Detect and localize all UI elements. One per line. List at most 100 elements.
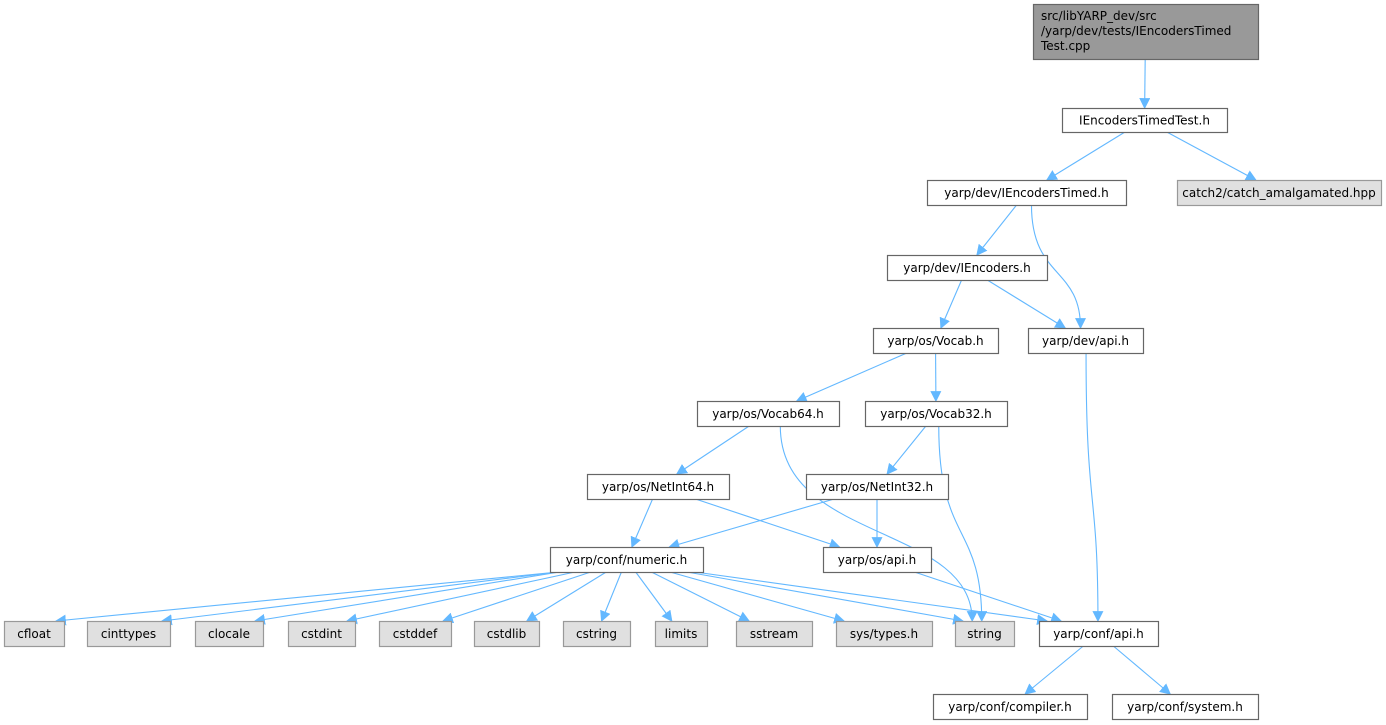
node-label-line: src/libYARP_dev/src [1041, 9, 1157, 23]
node-label: yarp/conf/api.h [1053, 627, 1144, 641]
node-label: yarp/conf/compiler.h [948, 700, 1071, 714]
node-box [1032, 3, 1260, 61]
node-osapi[interactable]: yarp/os/api.h [822, 546, 933, 574]
node-label: string [967, 627, 1001, 641]
edge-numeric-to-cfloat [54, 571, 559, 626]
node-box [549, 546, 705, 574]
node-compiler[interactable]: yarp/conf/compiler.h [932, 693, 1089, 721]
edge-numeric-to-cstddef [441, 571, 591, 624]
node-netint64[interactable]: yarp/os/NetInt64.h [586, 473, 731, 501]
node-limits[interactable]: limits [654, 620, 709, 648]
node-string[interactable]: string [954, 620, 1016, 648]
edge-devapi-to-confapi [1085, 352, 1104, 623]
edge-numeric-to-clocale [253, 571, 560, 625]
node-cstring[interactable]: cstring [562, 620, 632, 648]
node-vocab32[interactable]: yarp/os/Vocab32.h [864, 400, 1009, 428]
edge-ienc-to-devapi [987, 279, 1067, 329]
node-box [586, 473, 731, 501]
edge-vocab32-to-string [938, 425, 988, 623]
edge-confapi-to-system [1112, 645, 1172, 695]
node-box [886, 254, 1049, 282]
node-netint32[interactable]: yarp/os/NetInt32.h [805, 473, 950, 501]
node-numeric[interactable]: yarp/conf/numeric.h [549, 546, 705, 574]
node-sstream[interactable]: sstream [735, 620, 814, 648]
node-label: yarp/dev/IEncoders.h [903, 261, 1030, 275]
node-label: sys/types.h [850, 627, 918, 641]
edge-confapi-to-compiler [1024, 645, 1084, 695]
edge-ietth-to-catch2 [1166, 131, 1257, 181]
edge-numeric-to-string [686, 571, 965, 625]
node-systypes[interactable]: sys/types.h [835, 620, 934, 648]
node-catch2[interactable]: catch2/catch_amalgamated.hpp [1176, 179, 1383, 207]
node-box [654, 620, 709, 648]
node-label: yarp/os/Vocab.h [887, 334, 983, 348]
node-box [822, 546, 933, 574]
node-label: limits [665, 627, 698, 641]
node-label: cfloat [17, 627, 51, 641]
node-box [3, 620, 66, 648]
node-box [1111, 693, 1260, 721]
edge-iet-to-ienc [976, 204, 1018, 256]
edge-numeric-to-limits [635, 571, 673, 622]
node-ienc[interactable]: yarp/dev/IEncoders.h [886, 254, 1049, 282]
node-box [86, 620, 172, 648]
node-label: sstream [750, 627, 798, 641]
node-box [926, 179, 1128, 207]
node-box [872, 327, 1000, 355]
node-cstdint[interactable]: cstdint [287, 620, 357, 648]
node-box [805, 473, 950, 501]
edge-ienc-to-vocab [939, 279, 963, 330]
edge-vocab32-to-netint32 [886, 425, 927, 475]
node-box [735, 620, 814, 648]
node-label: yarp/dev/IEncodersTimed.h [944, 186, 1108, 200]
node-label: cinttypes [101, 627, 156, 641]
edge-numeric-to-cstdlib [525, 571, 607, 622]
node-vocab[interactable]: yarp/os/Vocab.h [872, 327, 1000, 355]
node-clocale[interactable]: clocale [194, 620, 265, 648]
node-iet[interactable]: yarp/dev/IEncodersTimed.h [926, 179, 1128, 207]
node-label: cstdlib [487, 627, 526, 641]
edge-vocab64-to-string [779, 425, 978, 623]
node-system[interactable]: yarp/conf/system.h [1111, 693, 1260, 721]
edge-numeric-to-systypes [669, 571, 846, 624]
node-label: catch2/catch_amalgamated.hpp [1182, 186, 1376, 200]
edge-ietth-to-iet [1045, 131, 1126, 181]
node-ietth[interactable]: IEncodersTimedTest.h [1061, 107, 1229, 134]
edge-numeric-to-sstream [651, 571, 751, 622]
node-cstdlib[interactable]: cstdlib [473, 620, 541, 648]
node-label: yarp/os/Vocab64.h [712, 407, 824, 421]
node-confapi[interactable]: yarp/conf/api.h [1038, 620, 1160, 648]
node-box [1176, 179, 1383, 207]
edge-numeric-to-cstdint [345, 571, 576, 625]
node-box [954, 620, 1016, 648]
node-devapi[interactable]: yarp/dev/api.h [1027, 327, 1145, 355]
edge-numeric-to-confapi [694, 571, 1049, 626]
node-box [287, 620, 357, 648]
node-label-line: /yarp/dev/tests/IEncodersTimed [1041, 24, 1231, 38]
node-label: yarp/os/Vocab32.h [880, 407, 992, 421]
node-label: clocale [208, 627, 250, 641]
node-label: yarp/os/api.h [838, 553, 916, 567]
node-label: yarp/conf/system.h [1127, 700, 1243, 714]
edge-netint64-to-numeric [630, 498, 654, 549]
node-vocab64[interactable]: yarp/os/Vocab64.h [696, 400, 841, 428]
node-root[interactable]: src/libYARP_dev/src/yarp/dev/tests/IEnco… [1032, 3, 1260, 61]
edge-numeric-to-cstring [600, 571, 622, 623]
node-box [696, 400, 841, 428]
node-label: yarp/os/NetInt32.h [821, 480, 933, 494]
edge-netint32-to-numeric [668, 498, 835, 550]
edge-root-to-ietth [1139, 58, 1151, 110]
node-label-line: Test.cpp [1040, 39, 1090, 53]
node-box [1061, 107, 1229, 134]
node-label: yarp/dev/api.h [1042, 334, 1129, 348]
node-cfloat[interactable]: cfloat [3, 620, 66, 648]
node-cstddef[interactable]: cstddef [378, 620, 453, 648]
node-label: IEncodersTimedTest.h [1079, 114, 1210, 128]
node-label: cstring [576, 627, 617, 641]
node-box [932, 693, 1089, 721]
edge-numeric-to-cinttypes [160, 571, 559, 626]
node-box [378, 620, 453, 648]
node-cinttypes[interactable]: cinttypes [86, 620, 172, 648]
node-box [562, 620, 632, 648]
